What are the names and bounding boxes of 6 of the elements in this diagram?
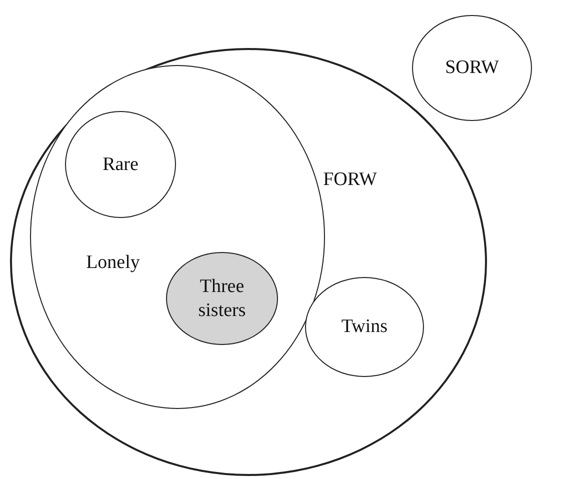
region-label: Rare [102,152,140,176]
region-label: Twins [340,315,389,339]
region-label: FORW [322,168,378,192]
region-label: Three sisters [197,274,247,322]
region-label: SORW [444,56,500,80]
region-label: Lonely [85,251,141,275]
